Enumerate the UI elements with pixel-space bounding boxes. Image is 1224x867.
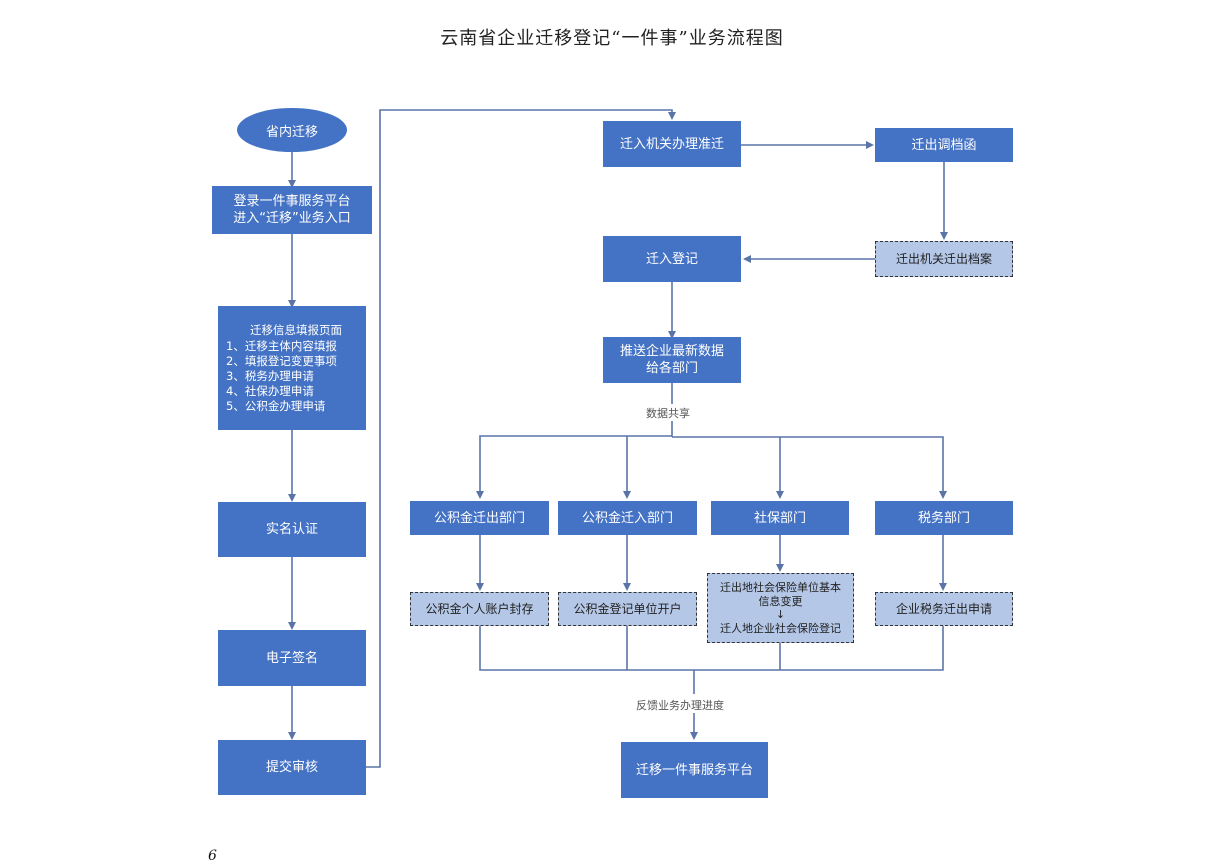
dept-fund-out: 公积金迁出部门 — [410, 501, 549, 535]
step-approve-migration: 迁入机关办理准迁 — [603, 121, 741, 167]
push-data-line1: 推送企业最新数据 — [619, 344, 724, 359]
step-submit-review: 提交审核 — [218, 740, 366, 795]
task-tax-transfer-apply: 企业税务迁出申请 — [875, 592, 1013, 626]
info-form-item: 2、填报登记变更事项 — [226, 353, 337, 368]
task-ss-line2: 信息变更 — [758, 594, 803, 608]
task-ss-line3: 迁人地企业社会保险登记 — [720, 621, 841, 635]
diagram-title: 云南省企业迁移登记“一件事”业务流程图 — [440, 28, 784, 49]
task-ss-line1: 迁出地社会保险单位基本 — [720, 581, 841, 594]
dept-fund-in: 公积金迁入部门 — [558, 501, 697, 535]
task-fund-account-freeze: 公积金个人账户封存 — [410, 592, 549, 626]
step-login-line1: 登录一件事服务平台 — [233, 194, 351, 209]
step-e-signature: 电子签名 — [218, 630, 366, 686]
end-node-platform: 迁移一件事服务平台 — [621, 742, 768, 798]
step-login-platform: 登录一件事服务平台 进入“迁移”业务入口 — [212, 186, 372, 234]
step-register-in: 迁入登记 — [603, 236, 741, 282]
feedback-label: 反馈业务办理进度 — [633, 697, 727, 713]
dept-tax: 税务部门 — [875, 501, 1013, 535]
step-realname-auth: 实名认证 — [218, 502, 366, 557]
info-form-heading: 迁移信息填报页面 — [250, 322, 342, 337]
info-form-item: 1、迁移主体内容填报 — [226, 338, 337, 353]
arrow-down-icon: ↓ — [775, 608, 786, 621]
step-info-form: 迁移信息填报页面 1、迁移主体内容填报 2、填报登记变更事项 3、税务办理申请 … — [218, 306, 366, 430]
task-social-security-transfer: 迁出地社会保险单位基本 信息变更 ↓ 迁人地企业社会保险登记 — [707, 573, 854, 643]
info-form-item: 5、公积金办理申请 — [226, 398, 326, 413]
push-data-line2: 给各部门 — [645, 361, 698, 376]
step-transfer-archive: 迁出机关迁出档案 — [875, 241, 1013, 277]
data-share-label: 数据共享 — [643, 405, 693, 421]
page-number: 6 — [208, 848, 217, 864]
task-fund-open-account: 公积金登记单位开户 — [558, 592, 697, 626]
step-login-line2: 进入“迁移”业务入口 — [233, 211, 351, 226]
step-push-data: 推送企业最新数据 给各部门 — [603, 337, 741, 383]
info-form-item: 4、社保办理申请 — [226, 383, 314, 398]
step-transfer-letter: 迁出调档函 — [875, 128, 1013, 162]
info-form-item: 3、税务办理申请 — [226, 368, 314, 383]
dept-social-security: 社保部门 — [711, 501, 849, 535]
arrow-submit-approve — [366, 109, 676, 768]
start-node-province-migration: 省内迁移 — [237, 108, 347, 152]
